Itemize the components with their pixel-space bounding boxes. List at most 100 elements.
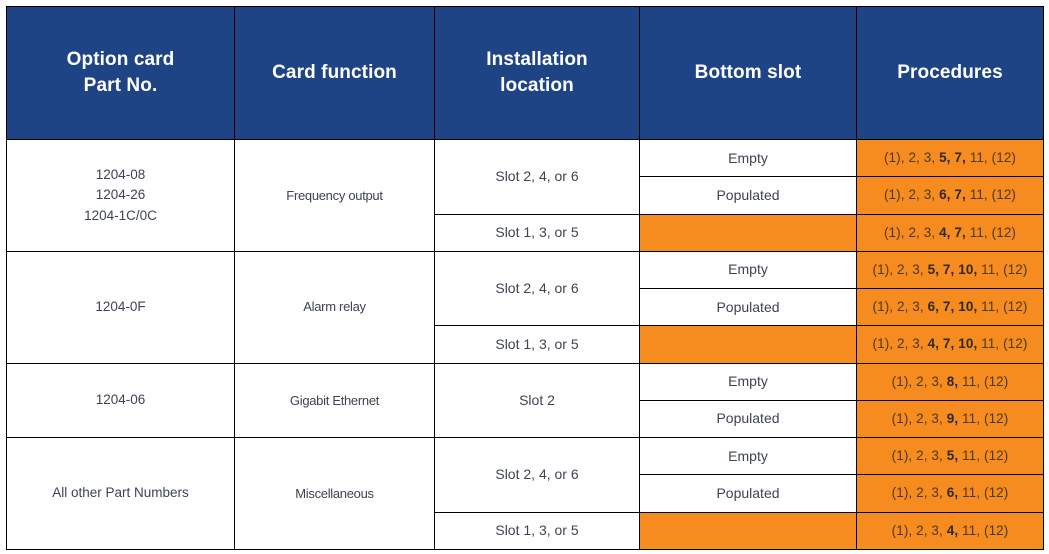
cell-procedures: (1), 2, 3, 9, 11, (12) [856, 399, 1044, 439]
cell-procedures: (1), 2, 3, 6, 7, 10, 11, (12) [856, 288, 1044, 327]
procedure-highlighted-steps: 5, 7, 10, [927, 261, 978, 277]
procedure-suffix: 11, (12) [977, 336, 1028, 352]
table-row: Populated(1), 2, 3, 6, 7, 10, 11, (12) [7, 288, 1044, 327]
procedure-prefix: (1), 2, 3, [883, 150, 940, 165]
procedure-suffix: 11, (12) [977, 299, 1028, 315]
procedure-prefix: (1), 2, 3, [883, 187, 940, 203]
cell-bottom-slot: Populated [639, 399, 857, 439]
cell-bottom-slot: Populated [639, 474, 857, 513]
procedure-highlighted-steps: 8, [946, 373, 959, 389]
procedure-suffix: 11, (12) [958, 448, 1009, 464]
cell-procedures: (1), 2, 3, 4, 11, (12) [856, 511, 1044, 551]
cell-option-card-part-no: 1204-06 [6, 362, 235, 439]
cell-option-card-part-no: All other Part Numbers [6, 437, 235, 550]
procedure-suffix: 11, (12) [958, 410, 1009, 426]
cell-installation-location: Slot 1, 3, or 5 [434, 511, 640, 551]
column-header-bottom-slot: Bottom slot [639, 6, 857, 140]
part-number: 1204-26 [95, 187, 146, 203]
table-row: Populated(1), 2, 3, 6, 11, (12) [7, 474, 1044, 513]
column-header-line: Card function [272, 62, 397, 84]
table-row: 1204-08 1204-26 1204-1C/0C Frequency output… [6, 138, 1044, 252]
cell-card-function: Frequency output [234, 139, 435, 252]
cell-option-card-part-no: 1204-08 1204-26 1204-1C/0C [6, 139, 235, 252]
cell-procedures: (1), 2, 3, 8, 11, (12) [856, 362, 1044, 401]
cell-installation-location: Slot 2, 4, or 6 [434, 250, 640, 327]
table-row: Slot 1, 3, or 5 (1), 2, 3, 4, 7, 11, (12) [7, 213, 1044, 252]
procedure-prefix: (1), 2, 3, [891, 522, 947, 538]
cell-installation-location: Slot 2, 4, or 6 [434, 437, 640, 513]
procedure-prefix: (1), 2, 3, [891, 373, 947, 389]
procedure-highlighted-steps: 9, [946, 410, 959, 426]
procedure-highlighted-steps: 6, 7, 10, [927, 299, 978, 315]
cell-bottom-slot-empty-highlight [639, 325, 857, 364]
cell-procedures: (1), 2, 3, 6, 7, 11, (12) [856, 176, 1044, 215]
procedure-prefix: (1), 2, 3, [891, 448, 947, 464]
procedure-suffix: 11, (12) [965, 150, 1017, 165]
cell-bottom-slot: Empty [639, 437, 857, 476]
column-header-line: Part No. [83, 75, 158, 96]
procedure-suffix: 11, (12) [958, 522, 1009, 538]
procedure-suffix: 11, (12) [965, 187, 1017, 203]
table-row: Populated(1), 2, 3, 6, 7, 11, (12) [7, 176, 1044, 215]
column-header-installation-location: Installation location [434, 6, 640, 140]
procedure-suffix: 11, (12) [977, 261, 1028, 277]
procedure-highlighted-steps: 6, 7, [939, 187, 966, 203]
cell-installation-location: Slot 2 [434, 362, 640, 439]
procedure-prefix: (1), 2, 3, [872, 336, 928, 352]
procedure-suffix: 11, (12) [965, 224, 1017, 240]
procedure-prefix: (1), 2, 3, [883, 224, 940, 240]
procedure-prefix: (1), 2, 3, [872, 299, 928, 315]
procedure-prefix: (1), 2, 3, [872, 261, 928, 277]
cell-bottom-slot-empty-highlight [639, 213, 857, 252]
table-row: Populated(1), 2, 3, 9, 11, (12) [7, 399, 1044, 439]
cell-installation-location: Slot 1, 3, or 5 [434, 325, 640, 364]
column-header-line: Procedures [897, 62, 1003, 84]
cell-bottom-slot: Populated [639, 176, 857, 215]
part-number: 1204-06 [95, 392, 146, 408]
cell-card-function: Alarm relay [234, 250, 435, 364]
cell-bottom-slot: Empty [639, 250, 857, 290]
table-body: 1204-08 1204-26 1204-1C/0C Frequency output… [6, 138, 1044, 551]
cell-bottom-slot: Empty [639, 362, 857, 401]
procedure-highlighted-steps: 4, [946, 522, 959, 538]
cell-card-function: Gigabit Ethernet [234, 362, 435, 439]
part-number: 1204-0F [95, 299, 146, 315]
cell-procedures: (1), 2, 3, 5, 11, (12) [856, 437, 1044, 476]
procedure-prefix: (1), 2, 3, [891, 410, 947, 426]
procedure-highlighted-steps: 5, [946, 448, 959, 464]
cell-installation-location: Slot 1, 3, or 5 [434, 213, 640, 252]
column-header-card-function: Card function [234, 6, 435, 140]
procedure-suffix: 11, (12) [958, 485, 1009, 501]
cell-procedures: (1), 2, 3, 4, 7, 10, 11, (12) [856, 325, 1044, 364]
part-number: All other Part Numbers [52, 485, 189, 501]
cell-card-function: Miscellaneous [234, 437, 435, 550]
procedure-highlighted-steps: 6, [946, 485, 959, 501]
part-number: 1204-1C/0C [84, 207, 157, 223]
procedure-highlighted-steps: 4, 7, 10, [927, 336, 978, 352]
column-header-line: Bottom slot [694, 62, 802, 84]
column-header-line: Option card [66, 49, 175, 71]
table-row: Slot 1, 3, or 5 (1), 2, 3, 4, 11, (12) [7, 511, 1044, 551]
cell-procedures: (1), 2, 3, 4, 7, 11, (12) [856, 213, 1044, 252]
column-header-line: Installation [486, 49, 588, 71]
cell-procedures: (1), 2, 3, 5, 7, 10, 11, (12) [856, 250, 1044, 290]
procedure-highlighted-steps: 4, 7, [939, 224, 966, 240]
cell-bottom-slot: Populated [639, 288, 857, 327]
column-header-line: location [500, 75, 574, 96]
procedure-suffix: 11, (12) [958, 373, 1009, 389]
cell-installation-location: Slot 2, 4, or 6 [434, 139, 640, 215]
cell-bottom-slot: Empty [639, 138, 857, 178]
column-header-procedures: Procedures [856, 6, 1044, 140]
procedure-highlighted-steps: 5, 7, [939, 150, 966, 165]
cell-procedures: (1), 2, 3, 5, 7, 11, (12) [856, 138, 1044, 178]
part-number: 1204-08 [95, 167, 146, 183]
cell-procedures: (1), 2, 3, 6, 11, (12) [856, 474, 1044, 513]
